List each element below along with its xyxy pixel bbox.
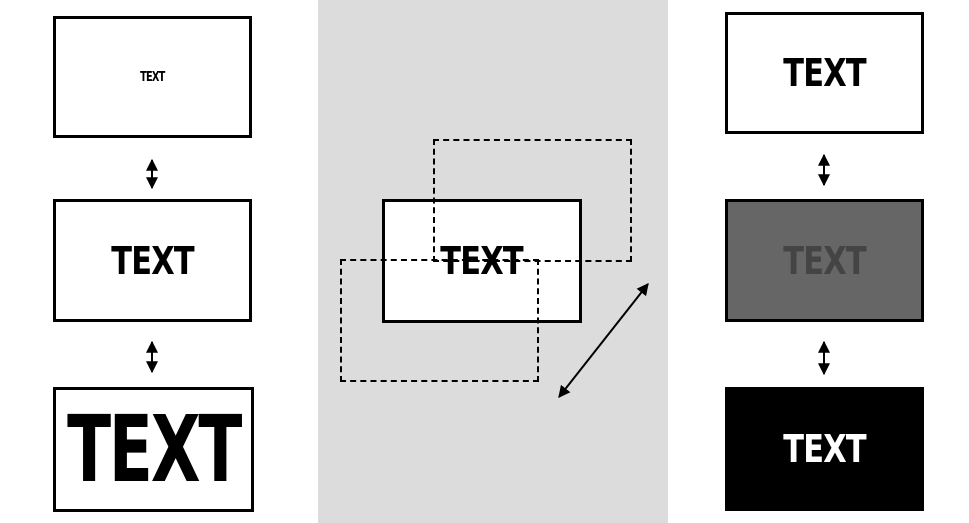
size-large-text: TEXT <box>66 395 242 503</box>
color-white-box: TEXT <box>725 12 924 134</box>
upper-right-ghost-box <box>433 139 632 262</box>
diagonal-double-arrow-icon <box>558 283 649 398</box>
color-gray-text: TEXT <box>783 238 866 283</box>
color-gray-box: TEXT <box>725 199 924 322</box>
lower-left-ghost-box <box>340 259 539 382</box>
size-small-box: TEXT <box>53 16 252 138</box>
color-black-box: TEXT <box>725 387 924 511</box>
size-small-text: TEXT <box>140 69 165 85</box>
size-medium-box: TEXT <box>53 199 252 322</box>
size-large-box: TEXT <box>53 387 254 512</box>
color-white-text: TEXT <box>783 51 866 95</box>
size-medium-text: TEXT <box>111 238 194 283</box>
color-black-text: TEXT <box>783 427 866 471</box>
